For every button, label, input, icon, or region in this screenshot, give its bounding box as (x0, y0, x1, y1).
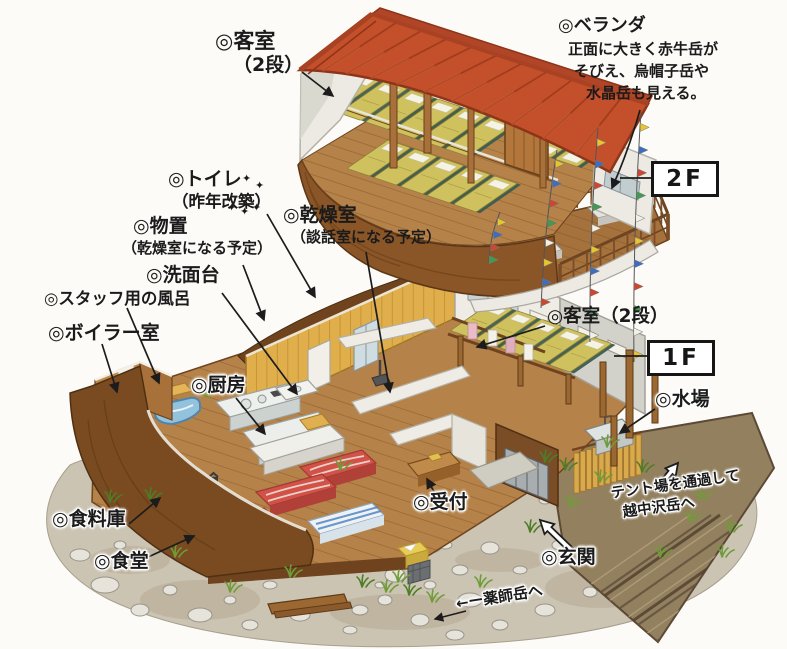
label-toilet: ◎トイレ (168, 168, 242, 190)
leader-guestroom-1f (475, 325, 546, 350)
leader-yakushi (433, 610, 467, 622)
label-reception: ◎受付 (413, 491, 468, 513)
leader-veranda (610, 109, 641, 190)
leader-food-storage (128, 496, 162, 525)
leader-storage (242, 264, 266, 322)
leader-guestroom-2f (301, 71, 335, 98)
label-guestroom-2f-note: （2段） (233, 54, 304, 76)
roof-2f (296, 7, 654, 174)
sparkle-icon: ✦ (240, 205, 250, 218)
label-veranda-desc2: そびえ、烏帽子岳や (574, 62, 710, 80)
label-washstand: ◎洗面台 (146, 264, 220, 286)
label-storage: ◎物置 (133, 215, 188, 237)
leader-reception (426, 477, 438, 498)
prayer-flags (488, 111, 650, 363)
leader-dining-room (145, 534, 196, 559)
grass (104, 377, 743, 603)
label-kitchen: ◎厨房 (191, 374, 246, 396)
reception-room (389, 413, 487, 487)
label-storage-note: （乾燥室になる予定） (122, 239, 273, 257)
leader-washstand (221, 292, 298, 396)
label-dining-room: ◎食堂 (94, 550, 149, 572)
label-water-place: ◎水場 (655, 388, 710, 410)
yard-items (267, 541, 431, 619)
label-veranda-desc3: 水晶岳も見える。 (586, 84, 706, 102)
label-drying-room-note: （談話室になる予定） (291, 228, 442, 246)
leader-kitchen (235, 397, 267, 436)
sparkle-icon: ✦ (242, 172, 252, 185)
leader-toilet (266, 213, 316, 299)
sparkle-icon: ✦ (252, 201, 262, 214)
floor-tag-2f: 2F (651, 161, 719, 197)
first-floor-building (69, 260, 659, 619)
floor-tag-1f: 1F (647, 340, 715, 376)
label-boiler-room: ◎ボイラー室 (48, 322, 160, 344)
label-veranda-desc1: 正面に大きく赤牛岳が (568, 40, 719, 58)
entrance (468, 422, 559, 508)
label-drying-room: ◎乾燥室 (283, 204, 357, 226)
label-food-storage: ◎食料庫 (52, 508, 126, 530)
sparkle-icon: ✦ (255, 179, 265, 192)
leader-water-place (618, 408, 656, 434)
leader-drying-room (365, 251, 394, 394)
label-guestroom-2f: ◎客室 (215, 29, 276, 53)
entrance-arrow (538, 518, 575, 554)
label-staff-bath: ◎スタッフ用の風呂 (44, 289, 191, 308)
leader-boiler-room (101, 343, 120, 394)
tent-route-arrow (654, 461, 680, 491)
label-toilet-note: （昨年改築） (172, 192, 271, 211)
label-entrance: ◎玄関 (541, 546, 596, 568)
leader-staff-bath (126, 307, 161, 385)
label-guestroom-1f: ◎客室（2段） (547, 306, 669, 327)
label-veranda: ◎ベランダ (558, 15, 646, 36)
leader-lines (101, 71, 656, 622)
sparkle-icon: ✦ (227, 201, 237, 214)
